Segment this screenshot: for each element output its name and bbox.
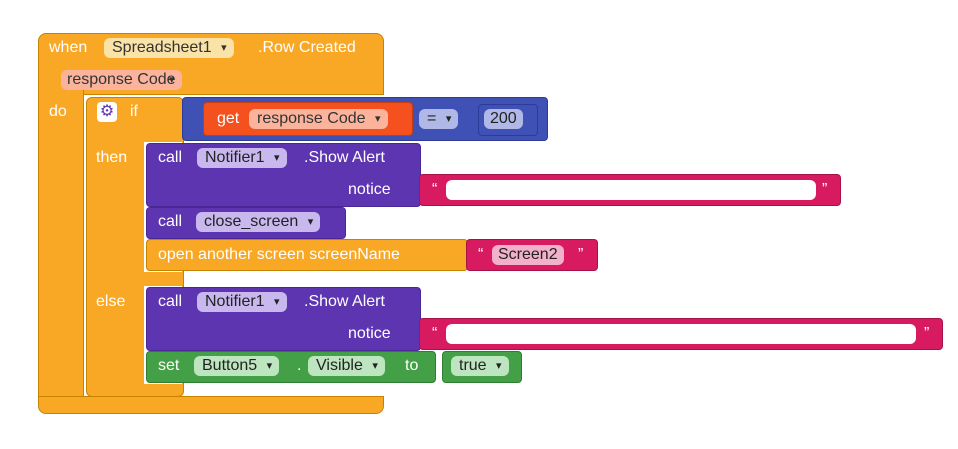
notifier-dropdown-else[interactable]: Notifier1 — [197, 292, 287, 312]
notice-text-field-then[interactable]: Η καταχώρηση ολοκληρώθηκε με επιτυχία — [446, 180, 816, 200]
variable-dropdown[interactable]: response Code — [249, 109, 388, 129]
close-quote-else: ” — [924, 325, 930, 342]
open-quote-else: “ — [432, 325, 438, 342]
spreadsheet-component-dropdown[interactable]: Spreadsheet1 — [104, 38, 234, 58]
operator-dropdown[interactable]: = — [419, 109, 459, 129]
call-label-else: call — [158, 293, 183, 310]
event-block-body — [38, 90, 84, 400]
show-alert-label-else: .Show Alert — [304, 293, 385, 310]
open-another-screen-block[interactable] — [146, 239, 468, 271]
param-response-code[interactable]: response Code — [61, 70, 182, 90]
dot-label: . — [297, 357, 302, 374]
set-button-visible-block[interactable] — [146, 351, 436, 383]
get-label: get — [217, 110, 240, 127]
else-label: else — [96, 293, 126, 310]
number-value-200[interactable]: 200 — [484, 109, 523, 129]
then-label: then — [96, 149, 128, 166]
open-quote-then: “ — [432, 181, 438, 198]
set-label: set — [158, 357, 180, 374]
do-label: do — [49, 103, 67, 120]
open-quote-screen: “ — [478, 246, 484, 263]
event-name-label: .Row Created — [258, 39, 356, 56]
notice-text-field-else[interactable]: Υπήρξε κάποιο πρόβλημα! Παρακαλώ προσπαθ… — [446, 324, 916, 344]
notice-label-then: notice — [348, 181, 391, 198]
event-block-footer — [38, 396, 384, 414]
notifier-dropdown-then[interactable]: Notifier1 — [197, 148, 287, 168]
call-label-2: call — [158, 213, 183, 230]
visible-property-dropdown[interactable]: Visible — [308, 356, 385, 376]
when-label: when — [49, 39, 88, 56]
show-alert-label-then: .Show Alert — [304, 149, 385, 166]
if-label: if — [130, 103, 138, 120]
open-screen-label: open another screen screenName — [158, 246, 400, 263]
notice-label-else: notice — [348, 325, 391, 342]
screen-name-field[interactable]: Screen2 — [492, 245, 564, 265]
close-screen-dropdown[interactable]: close_screen — [196, 212, 321, 232]
call-label: call — [158, 149, 183, 166]
button5-dropdown[interactable]: Button5 — [194, 356, 280, 376]
close-quote-then: ” — [822, 181, 828, 198]
close-quote-screen: ” — [578, 246, 584, 263]
true-dropdown[interactable]: true — [451, 356, 509, 376]
to-label: to — [405, 357, 419, 374]
gear-icon[interactable]: ⚙ — [97, 102, 117, 122]
